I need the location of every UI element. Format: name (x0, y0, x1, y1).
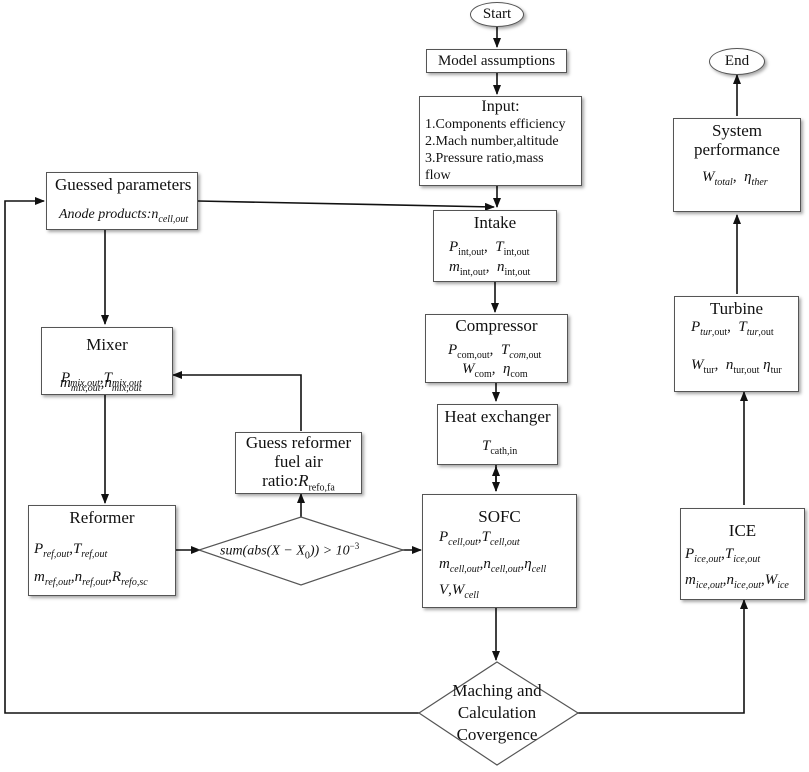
input-box: Input: 1.Components efficiency 2.Mach nu… (419, 96, 582, 186)
reformer-pressure-temperature: Pref,out,Tref,out (34, 541, 108, 560)
condition-tail: )) > 10 (309, 543, 350, 559)
guess-reformer-ratio-label: ratio: (262, 471, 299, 490)
heat-exchanger-box: Heat exchanger Tcath,in (437, 404, 558, 465)
arrow-matching-to-ice (577, 599, 748, 714)
anode-products-label: Anode products: (59, 207, 152, 222)
matching-label: Maching and Calculation Covergence (430, 680, 564, 746)
input-title: Input: (481, 98, 520, 115)
arrow-guessed-to-intake (197, 200, 495, 211)
guess-reformer-line-1: Guess reformer (245, 433, 352, 452)
intake-pressure-temperature: Pint,out, Tint,out (449, 239, 530, 258)
arrow-guess-reformer-to-mixer (172, 371, 302, 431)
input-line-1: 1.Components efficiency (425, 117, 566, 132)
system-work-efficiency: Wtotal, ηther (702, 169, 768, 188)
ice-flow-work: mice,out,nice,out,Wice (685, 572, 789, 591)
condition-diamond (197, 516, 405, 586)
compressor-box: Compressor Pcom,out, Tcom,out Wcom, ηcom (425, 314, 568, 383)
sofc-voltage-work: V,Wcell (439, 582, 479, 601)
matching-diamond (417, 661, 580, 766)
condition-exponent: −3 (349, 541, 360, 551)
ice-title: ICE (728, 521, 757, 540)
input-line-3: 3.Pressure ratio,mass (425, 151, 544, 166)
compressor-work-efficiency: Wcom, ηcom (462, 361, 528, 380)
sofc-title: SOFC (478, 507, 521, 526)
sofc-flow-efficiency: mcell,out,ncell,out,ηcell (439, 556, 547, 575)
matching-line-1: Maching and (452, 681, 542, 700)
reformer-title: Reformer (69, 508, 135, 527)
system-line-1: System (711, 121, 763, 140)
compressor-pressure-temperature: Pcom,out, Tcom,out (448, 342, 542, 361)
matching-line-3: Covergence (456, 725, 538, 744)
guessed-parameters-title: Guessed parameters (55, 175, 192, 194)
reformer-flow-ratio: mref,out,nref,out,Rrefo,sc (34, 569, 148, 588)
intake-box: Intake Pint,out, Tint,out mint,out, nint… (433, 210, 557, 282)
sofc-pressure-temperature: Pcell,out,Tcell,out (439, 529, 520, 548)
system-line-2: performance (694, 140, 780, 159)
turbine-title: Turbine (709, 299, 764, 318)
arrow-matching-loop-to-guessed (4, 197, 420, 714)
condition-text: sum(abs(X − X (220, 543, 305, 559)
guessed-parameters-box: Guessed parameters Anode products:ncell,… (46, 172, 198, 230)
start-node: Start (470, 2, 524, 27)
mixer-box: Mixer Pmix,out,Tmix,out (41, 327, 173, 395)
turbine-box: Turbine Ptur,out, Ttur,out Wtur, ntur,ou… (674, 296, 799, 392)
mixer-title: Mixer (86, 335, 128, 354)
end-label: End (724, 53, 750, 69)
ice-box: ICE Pice,out,Tice,out mice,out,nice,out,… (680, 508, 805, 600)
ice-pressure-temperature: Pice,out,Tice,out (685, 546, 761, 565)
convergence-condition: sum(abs(X − X0)) > 10−3 (220, 541, 359, 561)
cathode-inlet-temperature: Tcath,in (482, 438, 518, 457)
input-line-4: flow (425, 168, 451, 183)
anode-products-line: Anode products:ncell,out (59, 207, 189, 225)
end-node: End (709, 48, 765, 75)
condition-subscript: 0 (304, 550, 310, 562)
reformer-box: Reformer Pref,out,Tref,out mref,out,nref… (28, 505, 176, 596)
heat-exchanger-title: Heat exchanger (444, 407, 551, 426)
start-label: Start (482, 6, 512, 22)
turbine-pressure-temperature: Ptur,out, Ttur,out (691, 319, 774, 338)
system-performance-box: System performance Wtotal, ηther (673, 118, 801, 212)
intake-mass-molar-flow: mint,out, nint,out (449, 259, 531, 278)
turbine-work-flow-efficiency: Wtur, ntur,out ηtur (691, 357, 782, 376)
intake-title: Intake (473, 213, 517, 232)
mixer-pressure-temperature: Pmix,out,Tmix,out (61, 370, 142, 389)
sofc-box: SOFC Pcell,out,Tcell,out mcell,out,ncell… (422, 494, 577, 608)
guess-reformer-line-2: fuel air (274, 452, 323, 471)
model-assumptions-box: Model assumptions (426, 49, 567, 73)
input-line-2: 2.Mach number,altitude (425, 134, 559, 149)
guess-reformer-box: Guess reformer fuel air ratio:Rrefo,fa (235, 432, 362, 494)
model-assumptions-label: Model assumptions (437, 52, 556, 69)
compressor-title: Compressor (455, 316, 538, 335)
matching-line-2: Calculation (457, 703, 537, 722)
mixer-mass-molar-flow-line: mmix,out,nmix,out (60, 375, 142, 394)
guess-reformer-line-3: ratio:Rrefo,fa (262, 471, 335, 494)
